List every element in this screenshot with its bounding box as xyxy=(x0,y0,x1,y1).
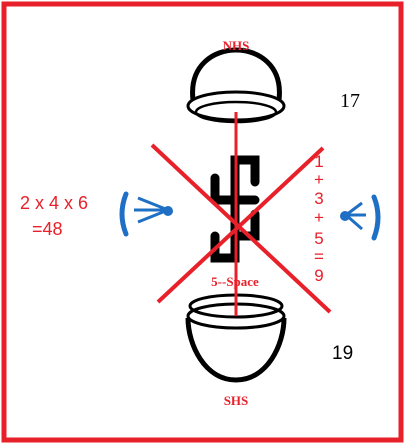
north-label: NHS xyxy=(223,38,250,53)
right-sum-3: 3 xyxy=(314,189,323,208)
cross-line-b xyxy=(156,146,325,304)
north-hemisphere xyxy=(186,47,286,124)
right-eye-icon xyxy=(340,194,381,241)
bottom-number: 19 xyxy=(332,343,353,364)
left-equation-line2: =48 xyxy=(32,219,63,239)
right-sum-9: 9 xyxy=(314,266,323,285)
right-sum-equals: = xyxy=(314,247,324,266)
left-equation-line1: 2 x 4 x 6 xyxy=(20,193,88,213)
top-number: 17 xyxy=(340,90,360,112)
right-sum: 1 + 3 + 5 = 9 xyxy=(314,152,324,285)
right-sum-plus-2: + xyxy=(314,208,324,227)
right-sum-1: 1 xyxy=(314,152,323,171)
space-label: 5--Space xyxy=(211,274,259,289)
south-label: SHS xyxy=(224,393,249,408)
left-eye-icon xyxy=(119,191,173,237)
right-sum-5: 5 xyxy=(314,229,323,248)
right-sum-plus-1: + xyxy=(314,170,324,189)
cross-line-a xyxy=(150,143,332,314)
